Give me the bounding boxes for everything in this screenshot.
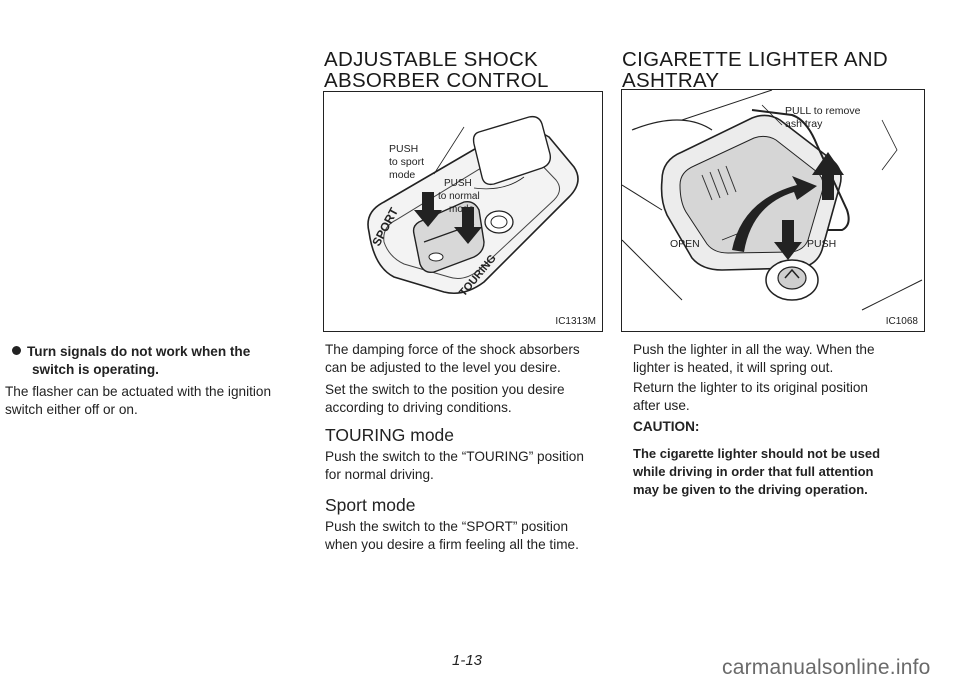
open-label: OPEN [670, 238, 700, 250]
damping-paragraph: The damping force of the shock absorbers… [325, 342, 580, 375]
pull-label-2: ash tray [785, 118, 823, 130]
figure-code-shock: IC1313M [555, 316, 596, 327]
push-sport-label-2: to sport [389, 156, 424, 168]
warning-heading-line2: switch is operating. [32, 362, 159, 377]
warning-heading-line1: Turn signals do not work when the [12, 343, 302, 361]
set-switch-paragraph: Set the switch to the position you desir… [325, 382, 565, 415]
touring-heading: TOURING mode [325, 425, 455, 445]
bullet-icon [12, 346, 21, 355]
page-number: 1-13 [452, 652, 483, 669]
return-paragraph: Return the lighter to its original posit… [633, 380, 868, 413]
push-normal-label-2: to normal [438, 191, 480, 202]
warning-heading: Turn signals do not work when the switch… [12, 343, 302, 379]
push-normal-label-3: mode [449, 204, 474, 215]
push-sport-label-1: PUSH [389, 143, 418, 155]
lighter-paragraph: Push the lighter in all the way. When th… [633, 342, 875, 375]
caution-text: The cigarette lighter should not be used… [633, 446, 881, 497]
sport-heading: Sport mode [325, 495, 416, 515]
figure-code-lighter: IC1068 [885, 316, 918, 327]
shock-switch-illustration: PUSH to sport mode PUSH to normal mode S… [367, 115, 579, 299]
push-normal-label-1: PUSH [444, 178, 472, 189]
sport-paragraph: Push the switch to the “SPORT” position … [325, 519, 579, 552]
lighter-figure: PULL to remove ash tray OPEN PUSH IC1068 [621, 89, 925, 332]
watermark: carmanualsonline.info [722, 656, 931, 679]
lighter-title: CIGARETTE LIGHTER AND ASHTRAY [622, 48, 889, 92]
lighter-ashtray-illustration: PULL to remove ash tray OPEN PUSH [621, 89, 923, 311]
shock-absorber-title: ADJUSTABLE SHOCK ABSORBER CONTROL [324, 48, 549, 92]
flasher-paragraph: The flasher can be actuated with the ign… [5, 384, 272, 417]
push-label: PUSH [807, 238, 836, 250]
caution-label: CAUTION: [633, 419, 700, 434]
touring-paragraph: Push the switch to the “TOURING” positio… [325, 449, 584, 482]
push-sport-label-3: mode [389, 169, 415, 181]
pull-label-1: PULL to remove [785, 105, 861, 117]
shock-absorber-figure: PUSH to sport mode PUSH to normal mode S… [323, 91, 603, 332]
